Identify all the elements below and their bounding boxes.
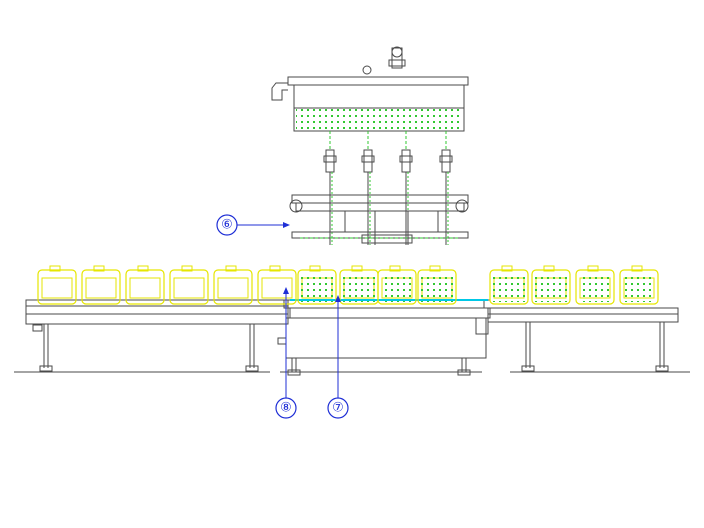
nozzle-group [323,131,453,245]
callout-6-label: ⑥ [221,218,233,233]
filled-container [339,265,379,305]
tank-liquid [296,109,462,129]
callout-6: ⑥ [216,214,290,236]
station-control-box [475,317,489,335]
valve-body [391,47,403,69]
valve-knob [391,46,403,58]
filled-container [531,265,571,305]
gauge-icon [362,65,372,75]
filled-container [575,265,615,305]
callout-8-label: ⑧ [280,401,292,416]
right-conveyor [487,307,690,373]
empty-container [213,265,253,305]
valve-flange [388,59,406,67]
callout-7-label: ⑦ [332,401,344,416]
filling-station-base [277,299,491,376]
container-group [37,265,659,305]
filled-container [377,265,417,305]
filled-container [297,265,337,305]
left-conveyor [14,299,289,373]
filling-nozzle [361,131,375,245]
filling-head [271,46,469,132]
empty-container [257,265,297,305]
nozzle-frame [289,194,469,245]
callout-8: ⑧ [275,287,297,419]
filling-nozzle [439,131,453,245]
empty-container [125,265,165,305]
filled-container [619,265,659,305]
empty-container [37,265,77,305]
conveyor-control-box [32,324,43,332]
filled-container [417,265,457,305]
filled-container [489,265,529,305]
callout-7: ⑦ [327,295,349,419]
empty-container [81,265,121,305]
inlet-pipe [271,82,288,101]
empty-container [169,265,209,305]
filling-nozzle [399,131,413,245]
tank-lid [287,76,469,86]
filling-nozzle [323,131,337,245]
